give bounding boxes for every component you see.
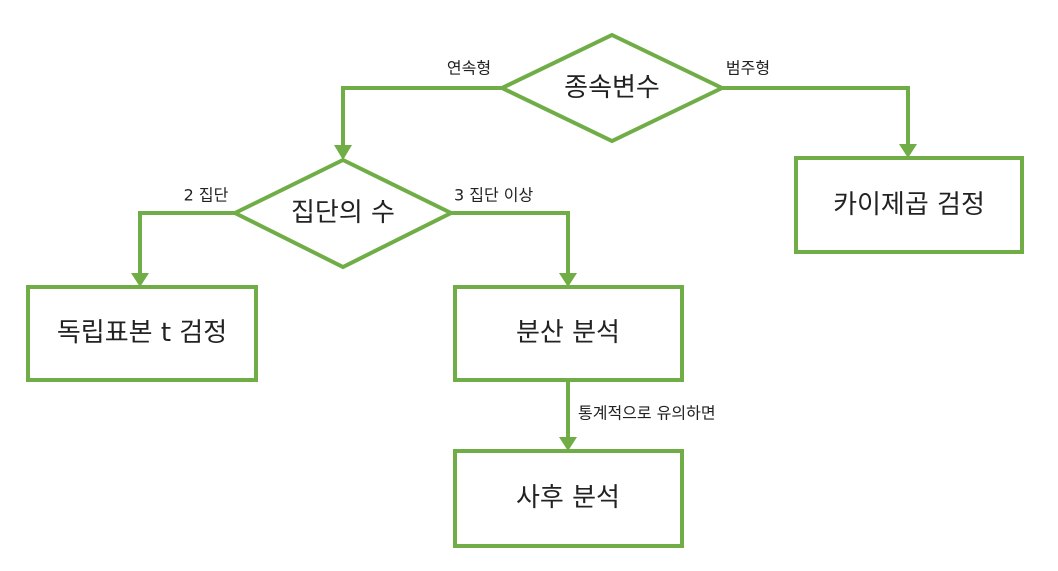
decision-dependent-variable-label: 종속변수: [564, 73, 660, 103]
decision-dependent-variable: [497, 32, 727, 144]
box-anova: [453, 285, 684, 382]
edge-label-continuous: 연속형: [447, 59, 491, 78]
box-anova-label: 분산 분석: [516, 318, 620, 348]
decision-number-of-groups: [230, 157, 456, 270]
connector-two-groups: [138, 211, 235, 274]
edge-label-three-plus-groups: 3 집단 이상: [454, 186, 534, 205]
arrowhead-two-groups: [131, 273, 149, 287]
edge-label-categorical: 범주형: [726, 59, 770, 78]
box-independent-t-test-label: 독립표본 t 검정: [57, 318, 227, 348]
connector-continuous: [341, 86, 502, 146]
arrowhead-categorical: [899, 144, 917, 158]
arrowhead-if-significant: [559, 437, 577, 451]
box-post-hoc-analysis-label: 사후 분석: [516, 483, 620, 513]
box-chi-square-test-label: 카이제곱 검정: [833, 190, 985, 220]
connector-categorical: [722, 86, 910, 145]
box-independent-t-test: [26, 285, 258, 382]
box-chi-square-test: [794, 156, 1024, 254]
decision-number-of-groups-label: 집단의 수: [291, 198, 395, 228]
connector-three-plus-groups: [451, 211, 570, 274]
edge-label-if-significant: 통계적으로 유의하면: [578, 404, 716, 423]
arrowhead-continuous: [334, 145, 352, 160]
edge-label-two-groups: 2 집단: [184, 186, 229, 205]
box-post-hoc-analysis: [453, 449, 684, 548]
arrowhead-three-plus-groups: [559, 273, 577, 287]
